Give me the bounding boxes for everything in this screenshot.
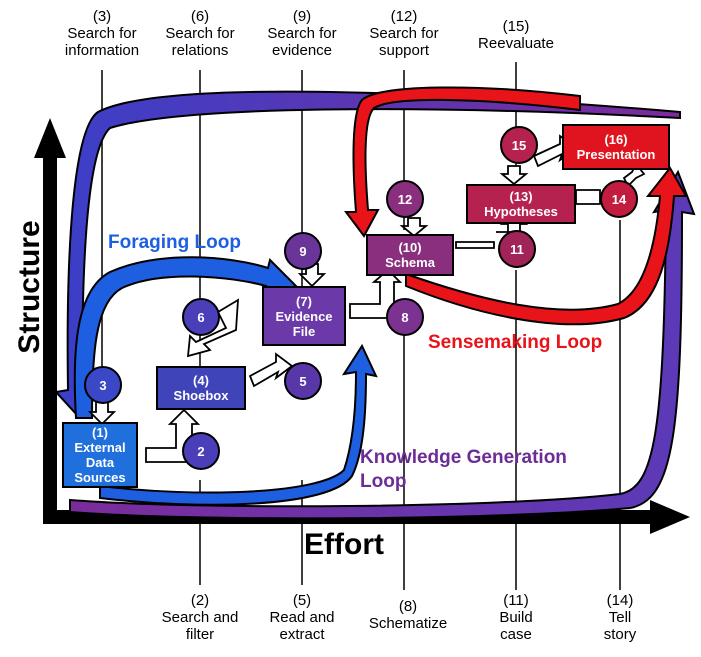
node-shoebox: (4)Shoebox [156,366,246,410]
arrow-3-to-1 [87,401,117,426]
bottom-label-11: (11)Build case [499,592,533,643]
sensemaking-loop-label: Sensemaking Loop [428,332,603,353]
top-label-6: (6)Search for relations [165,8,235,59]
bottom-label-8: (8)Schematize [368,598,448,632]
top-label-15: (15)Reevaluate [478,18,554,52]
x-axis-title: Effort [304,528,384,561]
sensemaking-loop-arrow [344,86,688,326]
node-hypotheses: (13)Hypotheses [466,184,576,224]
node-presentation: (16)Presentation [562,124,670,170]
step-circle-14: 14 [600,180,638,218]
arrow-12-to-10 [399,217,429,238]
step-circle-8: 8 [386,298,424,336]
step-circle-9: 9 [284,232,322,270]
top-label-3: (3)Search for information [64,8,140,59]
arrow-6-to-4 [186,298,240,358]
knowledge-generation-loop-label: Knowledge Generation Loop [360,447,567,492]
bottom-label-14: (14)Tell story [603,592,637,643]
top-label-9: (9)Search for evidence [267,8,337,59]
connector-arrows [87,134,646,463]
y-axis-title: Structure [13,220,46,354]
top-label-12: (12)Search for support [369,8,439,59]
step-circle-6: 6 [182,298,220,336]
foraging-loop-label: Foraging Loop [108,232,241,253]
arrow-14-to-13 [575,189,601,205]
node-external-data-sources: (1)External Data Sources [62,422,138,488]
bottom-label-5: (5)Read and extract [269,592,335,643]
arrow-10-to-13 [455,241,495,249]
arrow-8-to-10 [349,268,403,319]
step-circle-5: 5 [284,362,322,400]
node-evidence-file: (7)Evidence File [262,286,346,346]
node-schema: (10)Schema [366,234,454,276]
step-circle-11: 11 [498,230,536,268]
step-circle-12: 12 [386,180,424,218]
arrow-5-to-7 [248,352,294,388]
bottom-label-2: (2)Search and filter [161,592,239,643]
arrow-15-to-13 [499,165,529,186]
step-circle-2: 2 [182,432,220,470]
knowledge-generation-loop-arrow [54,90,696,520]
step-circle-3: 3 [84,366,122,404]
step-circle-15: 15 [500,126,538,164]
